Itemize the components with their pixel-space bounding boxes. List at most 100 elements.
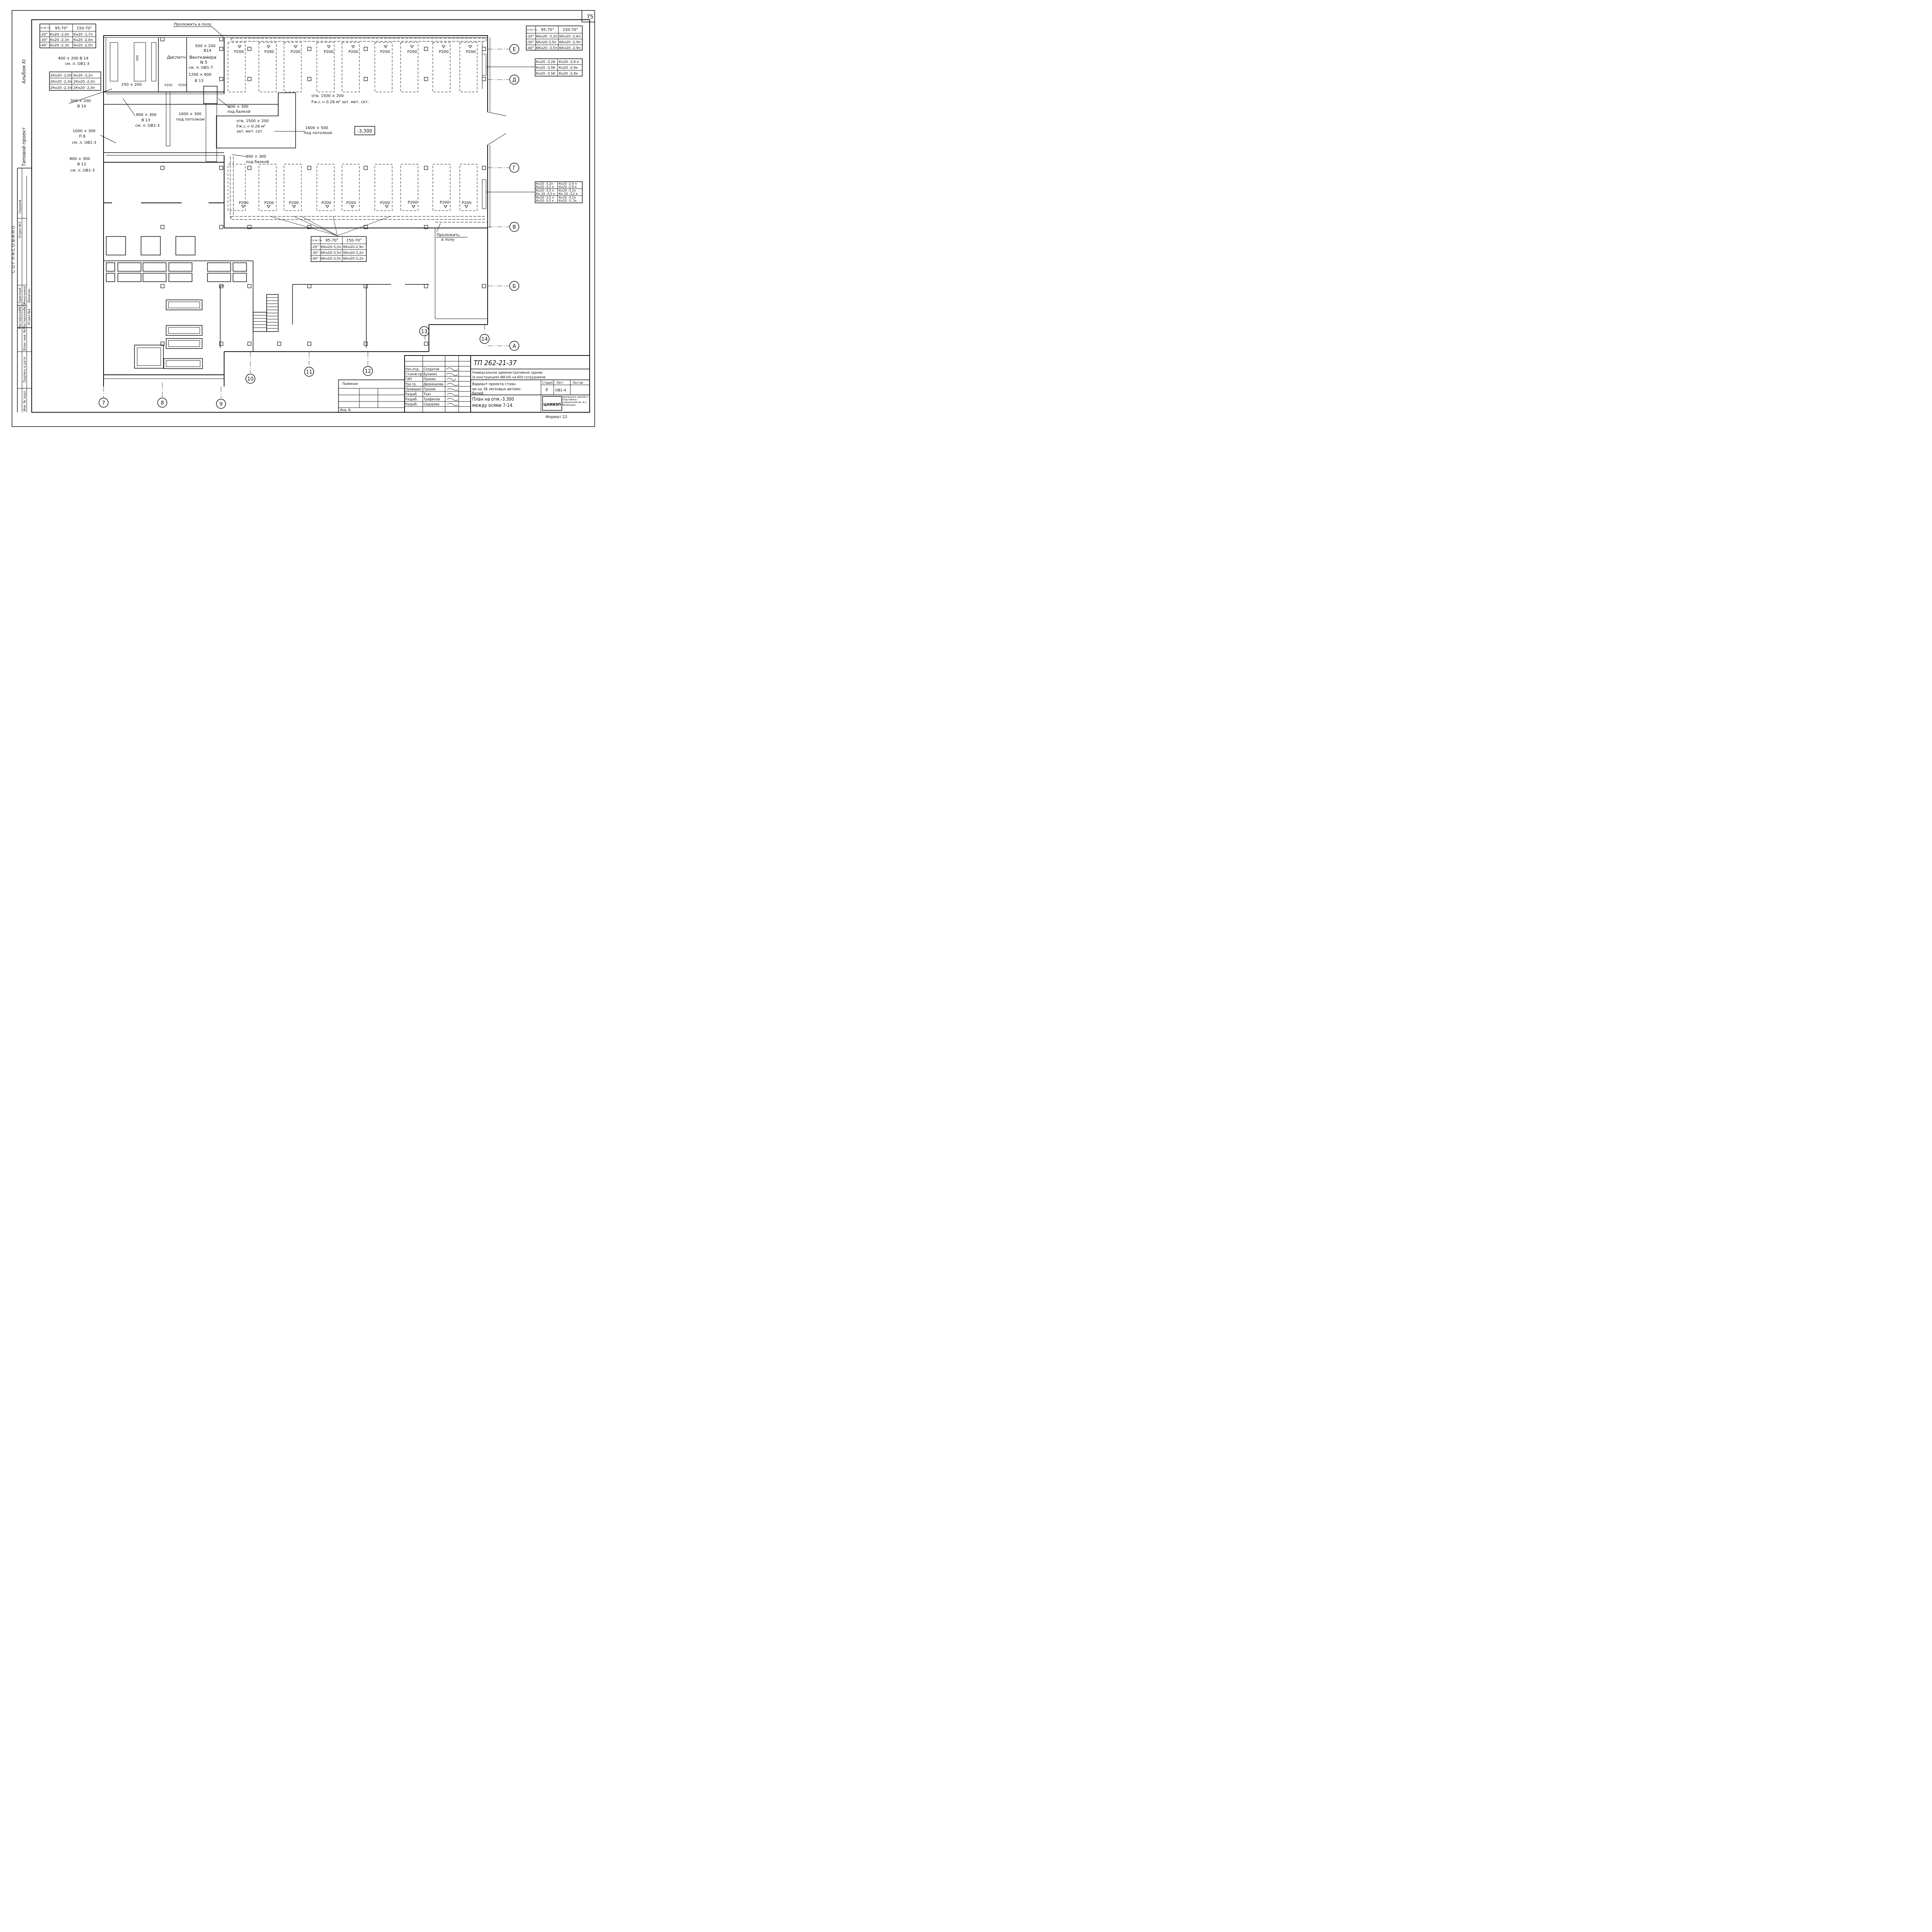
svg-text:Р200: Р200 bbox=[289, 201, 299, 205]
plan-title-2: между осями 7-14. bbox=[472, 403, 514, 408]
svg-text:А: А bbox=[513, 344, 516, 349]
svg-text:6Кн20 -2,6п: 6Кн20 -2,6п bbox=[559, 35, 581, 39]
svg-text:Р200: Р200 bbox=[264, 201, 274, 205]
svg-text:Кн20 -3,2К: Кн20 -3,2К bbox=[536, 60, 556, 64]
sheet-number: ОВ1-4 bbox=[555, 388, 566, 393]
axis-markers: Е Д Г В Б А 7 8 9 10 11 12 13 14 bbox=[99, 44, 519, 409]
svg-text:Кн20 -2,9 п: Кн20 -2,9 п bbox=[559, 182, 577, 185]
annotations: Проложить в полу Диспетч Венткамера N 5 … bbox=[58, 22, 468, 242]
svg-text:В14: В14 bbox=[204, 49, 211, 53]
svg-text:Fж.с.= 0.26 м² зат. мет. сет.: Fж.с.= 0.26 м² зат. мет. сет. bbox=[311, 100, 369, 104]
svg-text:13: 13 bbox=[421, 329, 428, 335]
svg-text:14: 14 bbox=[481, 337, 488, 342]
heater-table-top-left: tn-tв / tн 95-70° 150-70° -20° Кн20 -2,0… bbox=[39, 24, 96, 48]
svg-text:В 14: В 14 bbox=[77, 104, 86, 109]
svg-text:Р200: Р200 bbox=[462, 201, 471, 205]
svg-text:Отдел №4: Отдел №4 bbox=[27, 309, 31, 325]
svg-text:1000 × 300: 1000 × 300 bbox=[73, 129, 95, 133]
svg-text:Кн20 -3,2 к: Кн20 -3,2 к bbox=[536, 185, 554, 189]
svg-text:Р200: Р200 bbox=[408, 201, 417, 205]
album-label: Альбом XI bbox=[21, 60, 27, 83]
svg-text:Разраб.: Разраб. bbox=[405, 392, 418, 396]
svg-text:Кн20 -2,6 к: Кн20 -2,6 к bbox=[559, 60, 579, 64]
svg-text:6Кн20 -2,9п: 6Кн20 -2,9п bbox=[559, 41, 581, 44]
building-plan bbox=[103, 35, 509, 398]
svg-text:билей.: билей. bbox=[472, 391, 484, 396]
bound-label: Привязан bbox=[342, 382, 358, 386]
lay-in-floor-top: Проложить в полу bbox=[174, 22, 211, 27]
svg-text:Fж.с.= 0.26 м²: Fж.с.= 0.26 м² bbox=[236, 124, 265, 129]
svg-text:6Кн20-3,5п: 6Кн20-3,5п bbox=[321, 251, 341, 255]
svg-text:7: 7 bbox=[102, 400, 105, 406]
svg-text:95-70°: 95-70° bbox=[325, 238, 338, 243]
svg-text:12: 12 bbox=[365, 369, 371, 374]
svg-text:Р200: Р200 bbox=[291, 50, 300, 54]
svg-text:Вариант проекта стоян-: Вариант проекта стоян- bbox=[472, 382, 517, 386]
agreed-label: С О Г Л А С О В А Н О bbox=[11, 226, 16, 273]
left-margin: Альбом XI Типовой проект С О Г Л А С О В… bbox=[11, 60, 32, 412]
svg-text:Е: Е bbox=[513, 47, 516, 53]
svg-text:800 × 300: 800 × 300 bbox=[136, 113, 156, 117]
svg-text:150-70°: 150-70° bbox=[563, 28, 578, 32]
svg-text:95-70°: 95-70° bbox=[541, 28, 554, 32]
svg-text:Пукемо: Пукемо bbox=[423, 378, 436, 381]
svg-text:-30°: -30° bbox=[311, 251, 319, 255]
heater-table-left-mid: 2Кн20 -2,0п Кн20 -3,2п 2Кн20 -2,3п 2Кн20… bbox=[49, 71, 101, 91]
svg-text:Трефилов: Трефилов bbox=[423, 398, 440, 401]
svg-text:Р200: Р200 bbox=[349, 50, 358, 54]
svg-text:Заречный: Заречный bbox=[18, 287, 22, 304]
standard-project-label: Типовой проект bbox=[21, 128, 27, 167]
svg-text:2Кн20 -2,3п: 2Кн20 -2,3п bbox=[50, 86, 72, 90]
svg-text:6Кн20-3,5п: 6Кн20-3,5п bbox=[321, 257, 341, 261]
svg-text:Кн20 -3,5 к: Кн20 -3,5 к bbox=[536, 199, 554, 202]
svg-text:Проложить: Проложить bbox=[437, 233, 460, 237]
svg-text:Р200: Р200 bbox=[346, 201, 356, 205]
svg-text:Р200: Р200 bbox=[239, 201, 248, 205]
svg-text:Кн20 -2,0п: Кн20 -2,0п bbox=[73, 44, 93, 48]
svg-text:Кн 20 -3,2 к: Кн 20 -3,2 к bbox=[559, 192, 578, 196]
register-labels: Р200 Р280 Р200 Р200 Р200 Р200 Р200 Р200 … bbox=[136, 50, 476, 205]
svg-text:6Кн20 -2,9п: 6Кн20 -2,9п bbox=[559, 46, 581, 50]
svg-text:Р: Р bbox=[546, 388, 548, 393]
svg-text:Кн20 -2,0п: Кн20 -2,0п bbox=[50, 33, 69, 37]
svg-text:ки на 36 легковых автомо-: ки на 36 легковых автомо- bbox=[472, 387, 521, 391]
svg-text:Кн20 -3,2п: Кн20 -3,2п bbox=[559, 196, 576, 199]
drawing-sheet: 75 Альбом XI Типовой проект С О Г Л А С … bbox=[0, 0, 606, 438]
elevation-mark: -3,300 bbox=[357, 128, 372, 134]
svg-text:6Кн20-3,2п: 6Кн20-3,2п bbox=[343, 257, 364, 261]
svg-text:В 13: В 13 bbox=[195, 79, 204, 83]
svg-text:см. л. ОВ1-3: см. л. ОВ1-3 bbox=[65, 62, 89, 66]
svg-text:Кн20 -3,5К: Кн20 -3,5К bbox=[536, 72, 556, 76]
svg-text:Кн20 -3,5 п: Кн20 -3,5 п bbox=[536, 189, 554, 192]
svg-text:6Кн20-2,9п: 6Кн20-2,9п bbox=[343, 245, 364, 249]
svg-text:Б: Б bbox=[513, 284, 516, 289]
plan-title-1: План на отм.-3.300 bbox=[472, 396, 514, 402]
svg-text:-20°: -20° bbox=[527, 35, 534, 39]
heater-table-right-low: Кн20 -3,2п Кн20 -2,9 п Кн20 -3,2 к Кн20 … bbox=[486, 181, 583, 203]
svg-text:см. л. ОВ1-7: см. л. ОВ1-7 bbox=[189, 66, 213, 70]
svg-text:(в конструкциях ИИ-04) на 600: (в конструкциях ИИ-04) на 600 сотруднико… bbox=[472, 376, 546, 379]
svg-text:Универсальное административное: Универсальное административное здание bbox=[472, 371, 543, 375]
svg-text:Р250: Р250 bbox=[179, 83, 186, 87]
page-number: 75 bbox=[587, 14, 594, 20]
svg-text:2Кн20 -2,0п: 2Кн20 -2,0п bbox=[50, 74, 72, 78]
svg-text:Кн20 -2,3п: Кн20 -2,3п bbox=[50, 38, 69, 42]
org-logo bbox=[542, 396, 562, 411]
svg-text:Пукемо: Пукемо bbox=[423, 388, 436, 391]
svg-text:2Кн20 -2,0п: 2Кн20 -2,0п bbox=[73, 86, 95, 90]
svg-text:В 13: В 13 bbox=[141, 118, 150, 122]
svg-text:под потолком: под потолком bbox=[304, 131, 332, 135]
svg-text:Кн20 -3,2п: Кн20 -3,2п bbox=[73, 74, 93, 78]
svg-text:6Кн20-3,5п: 6Кн20-3,5п bbox=[536, 41, 556, 44]
svg-text:см. л. ОВ1-3: см. л. ОВ1-3 bbox=[72, 141, 96, 145]
svg-text:Р280: Р280 bbox=[264, 50, 274, 54]
svg-text:Мастерская№5: Мастерская№5 bbox=[23, 304, 26, 329]
svg-text:Дворецкова: Дворецкова bbox=[423, 383, 443, 386]
heater-table-center: tn-tв / tн 95-70° 150-70° -20° 6Кн20-3,2… bbox=[311, 236, 367, 262]
stamp-replace: Взам. инв. № bbox=[23, 329, 26, 350]
svg-text:Отдел №3: Отдел №3 bbox=[18, 222, 22, 238]
svg-text:Бухаких: Бухаких bbox=[423, 372, 437, 376]
format-label: Формат 22 bbox=[546, 415, 567, 419]
svg-text:В: В bbox=[513, 224, 516, 230]
svg-text:Р200: Р200 bbox=[324, 50, 333, 54]
